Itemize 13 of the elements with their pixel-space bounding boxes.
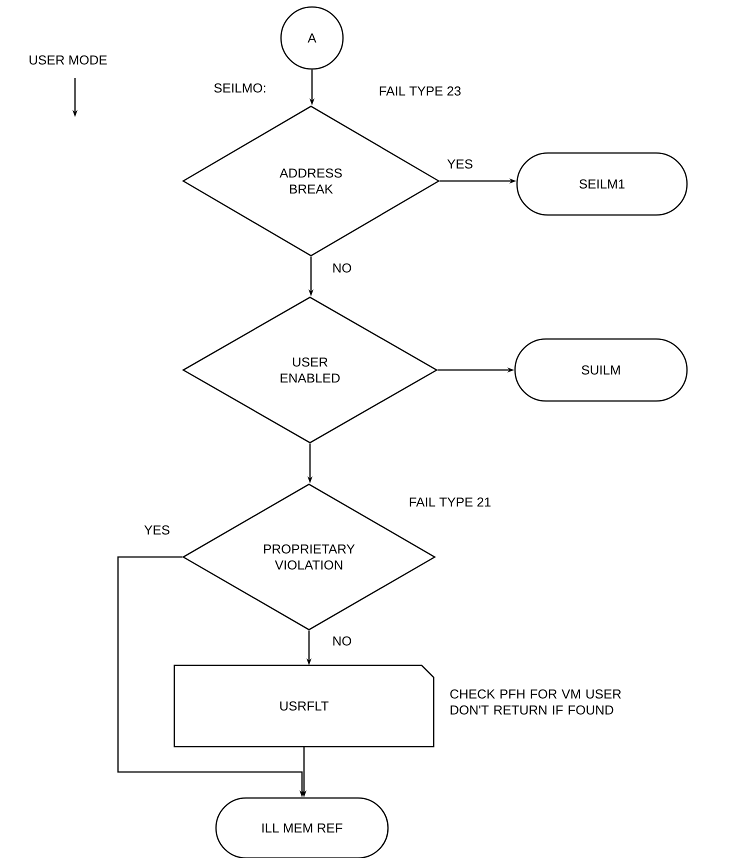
edge-label: YES [447,159,472,169]
annotation-label: SEILMO: [214,83,266,93]
terminal-box: SUILM [514,338,688,402]
edge-label: YES [144,525,170,535]
edge-label: NO [333,636,352,646]
annotation-label: USER MODE [30,55,107,65]
edge-label: NO [333,263,352,273]
terminal-box: SEILM1 [516,152,688,216]
annotation-label: FAIL TYPE 23 [380,86,461,96]
note-text: CHECK PFH FOR VM USER DON'T RETURN IF FOUND [450,689,621,715]
process-box: USRFLT [174,664,434,748]
terminal-box: ILL MEM REF [215,797,389,858]
annotation-label: FAIL TYPE 21 [410,497,491,507]
